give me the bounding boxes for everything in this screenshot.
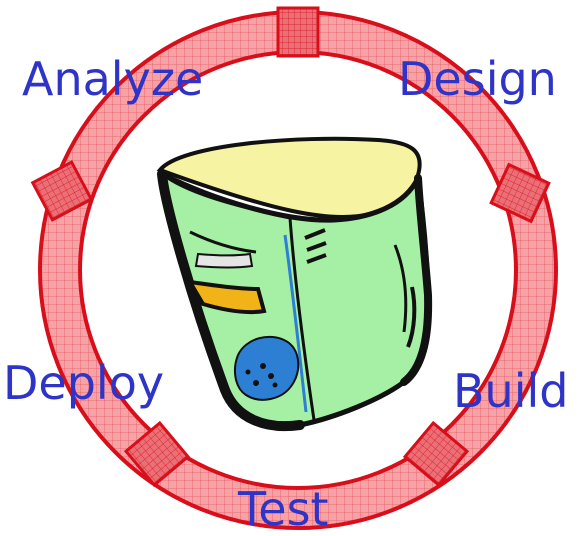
stage-label-analyze: Analyze	[22, 52, 204, 106]
stage-label-deploy: Deploy	[3, 356, 165, 410]
ring-segment-top	[276, 6, 320, 58]
server-icon	[156, 136, 433, 431]
stage-label-design: Design	[398, 52, 557, 106]
stage-label-test: Test	[238, 482, 329, 536]
ring-segment-right	[489, 162, 551, 224]
stage-label-build: Build	[453, 364, 569, 418]
ring-segment-left	[30, 160, 94, 222]
ring-segment-bottom-left	[123, 420, 191, 488]
ring-segment-bottom-right	[402, 420, 470, 488]
